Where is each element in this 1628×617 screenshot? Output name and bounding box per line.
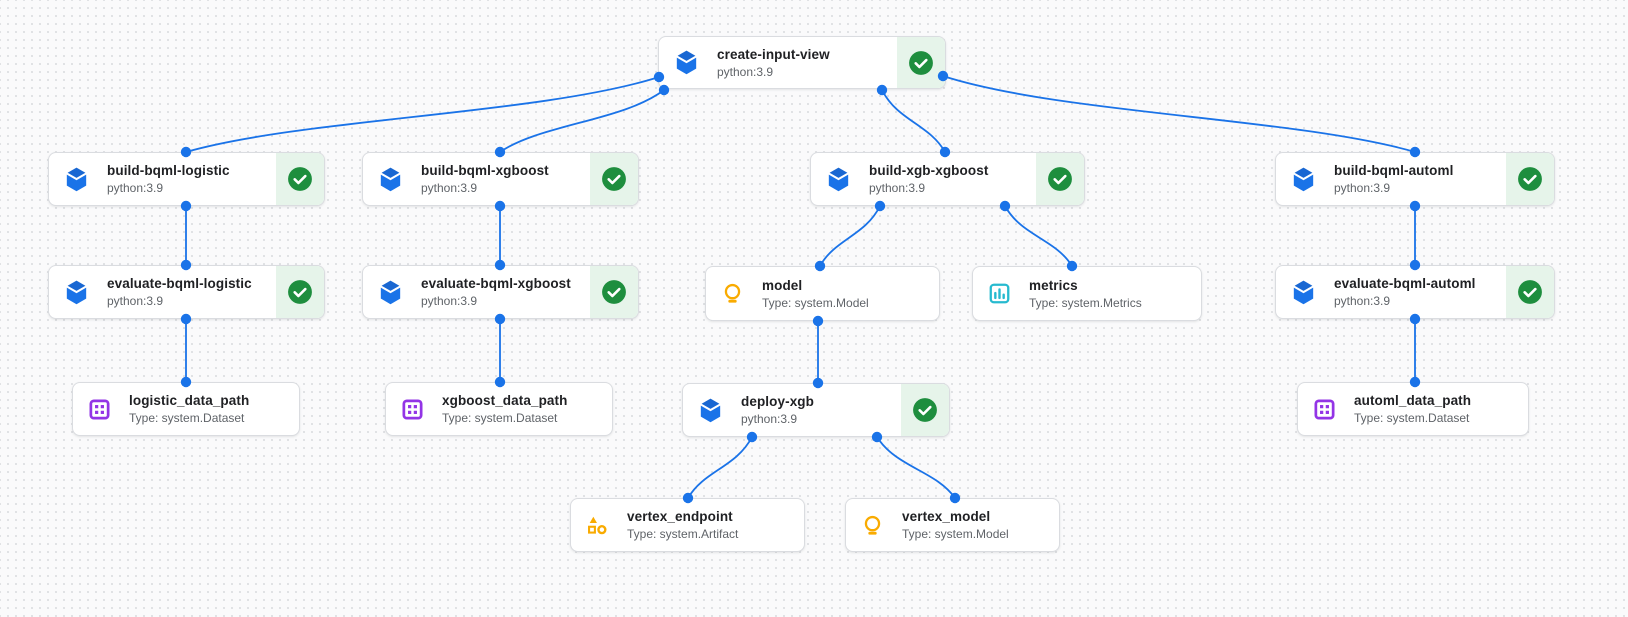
node-subtitle: Type: system.Metrics [1029, 295, 1142, 310]
dataset-grid-icon [87, 397, 112, 422]
node-title: evaluate-bqml-logistic [107, 276, 252, 291]
node-model[interactable]: model Type: system.Model [705, 266, 940, 321]
node-title: build-xgb-xgboost [869, 163, 989, 178]
node-subtitle: Type: system.Dataset [442, 411, 558, 425]
edge-build-xgb-xgboost-to-metrics [999, 200, 1078, 272]
node-subtitle: python:3.9 [107, 181, 164, 195]
node-subtitle: python:3.9 [421, 294, 478, 308]
model-lightbulb-icon [860, 513, 885, 538]
node-build-bqml-xgboost[interactable]: build-bqml-xgboost python:3.9 [362, 152, 639, 206]
status-success-section [276, 266, 324, 318]
status-success-section [1036, 153, 1084, 205]
node-evaluate-bqml-xgboost[interactable]: evaluate-bqml-xgboost python:3.9 [362, 265, 639, 319]
edge-deploy-xgb-to-vertex_model [871, 431, 961, 504]
node-title: evaluate-bqml-xgboost [421, 276, 571, 291]
node-subtitle: Type: system.Model [762, 295, 869, 310]
node-build-bqml-automl[interactable]: build-bqml-automl python:3.9 [1275, 152, 1555, 206]
edge-model-to-deploy-xgb [812, 315, 824, 389]
node-subtitle: Type: system.Artifact [627, 527, 739, 541]
node-deploy-xgb[interactable]: deploy-xgb python:3.9 [682, 383, 950, 437]
node-evaluate-bqml-logistic[interactable]: evaluate-bqml-logistic python:3.9 [48, 265, 325, 319]
execution-cube-icon [377, 166, 404, 193]
node-title: build-bqml-xgboost [421, 163, 549, 178]
node-subtitle: python:3.9 [1334, 181, 1391, 195]
edge-deploy-xgb-to-vertex_endpoint [682, 431, 758, 504]
edge-build-bqml-logistic-to-evaluate-bqml-logistic [180, 200, 192, 271]
execution-cube-icon [377, 279, 404, 306]
execution-cube-icon [1290, 166, 1317, 193]
node-title: evaluate-bqml-automl [1334, 276, 1476, 291]
node-title: deploy-xgb [741, 394, 815, 409]
status-success-section [1506, 266, 1554, 318]
edge-create-input-view-to-build-bqml-xgboost [494, 84, 670, 158]
node-subtitle: Type: system.Model [902, 527, 1009, 541]
node-subtitle: python:3.9 [107, 294, 164, 308]
edge-build-bqml-xgboost-to-evaluate-bqml-xgboost [494, 200, 506, 271]
node-title: create-input-view [717, 46, 830, 62]
success-check-icon [1047, 166, 1073, 192]
node-subtitle: python:3.9 [717, 64, 774, 79]
execution-cube-icon [825, 166, 852, 193]
status-success-section [901, 384, 949, 436]
node-title: model [762, 277, 803, 293]
node-logistic-data-path[interactable]: logistic_data_path Type: system.Dataset [72, 382, 300, 436]
dataset-grid-icon [400, 397, 425, 422]
node-subtitle: python:3.9 [869, 181, 926, 195]
node-vertex-model[interactable]: vertex_model Type: system.Model [845, 498, 1060, 552]
status-success-section [1506, 153, 1554, 205]
edge-evaluate-bqml-automl-to-automl_data_path [1409, 313, 1421, 388]
status-success-section [590, 153, 638, 205]
status-success-section [897, 37, 945, 88]
node-subtitle: python:3.9 [421, 181, 478, 195]
execution-cube-icon [63, 166, 90, 193]
execution-cube-icon [63, 279, 90, 306]
node-subtitle: Type: system.Dataset [129, 411, 245, 425]
edge-create-input-view-to-build-xgb-xgboost [876, 84, 951, 158]
edge-build-bqml-automl-to-evaluate-bqml-automl [1409, 200, 1421, 271]
metrics-barchart-icon [987, 281, 1012, 306]
success-check-icon [287, 279, 313, 305]
edge-build-xgb-xgboost-to-model [814, 200, 886, 272]
model-lightbulb-icon [720, 281, 745, 306]
edge-evaluate-bqml-logistic-to-logistic_data_path [180, 313, 192, 388]
node-title: logistic_data_path [129, 393, 250, 408]
node-subtitle: Type: system.Dataset [1354, 411, 1470, 425]
node-title: xgboost_data_path [442, 393, 568, 408]
execution-cube-icon [697, 397, 724, 424]
success-check-icon [287, 166, 313, 192]
node-build-xgb-xgboost[interactable]: build-xgb-xgboost python:3.9 [810, 152, 1085, 206]
node-title: build-bqml-automl [1334, 163, 1454, 178]
node-subtitle: python:3.9 [1334, 294, 1391, 308]
dataset-grid-icon [1312, 397, 1337, 422]
execution-cube-icon [1290, 279, 1317, 306]
execution-cube-icon [673, 49, 700, 76]
node-title: vertex_endpoint [627, 509, 733, 524]
node-metrics[interactable]: metrics Type: system.Metrics [972, 266, 1202, 321]
node-title: vertex_model [902, 509, 991, 524]
success-check-icon [1517, 279, 1543, 305]
edge-create-input-view-to-build-bqml-automl [937, 70, 1421, 158]
edge-evaluate-bqml-xgboost-to-xgboost_data_path [494, 313, 506, 388]
success-check-icon [601, 166, 627, 192]
status-success-section [276, 153, 324, 205]
node-subtitle: python:3.9 [741, 412, 798, 426]
node-title: metrics [1029, 277, 1078, 293]
node-create-input-view[interactable]: create-input-view python:3.9 [658, 36, 946, 89]
node-automl-data-path[interactable]: automl_data_path Type: system.Dataset [1297, 382, 1529, 436]
node-title: automl_data_path [1354, 393, 1472, 408]
success-check-icon [912, 397, 938, 423]
success-check-icon [601, 279, 627, 305]
node-vertex-endpoint[interactable]: vertex_endpoint Type: system.Artifact [570, 498, 805, 552]
node-build-bqml-logistic[interactable]: build-bqml-logistic python:3.9 [48, 152, 325, 206]
artifact-shapes-icon [585, 513, 610, 538]
status-success-section [590, 266, 638, 318]
node-evaluate-bqml-automl[interactable]: evaluate-bqml-automl python:3.9 [1275, 265, 1555, 319]
node-xgboost-data-path[interactable]: xgboost_data_path Type: system.Dataset [385, 382, 613, 436]
success-check-icon [1517, 166, 1543, 192]
node-title: build-bqml-logistic [107, 163, 230, 178]
edge-create-input-view-to-build-bqml-logistic [180, 71, 665, 158]
success-check-icon [908, 49, 934, 76]
